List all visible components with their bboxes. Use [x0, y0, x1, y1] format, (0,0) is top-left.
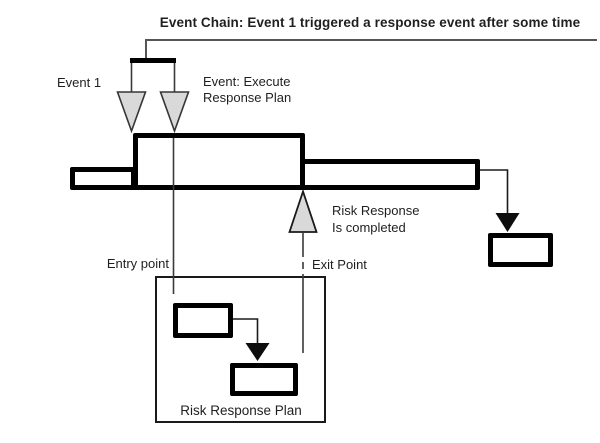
main-task-bar	[133, 133, 305, 190]
next-task-bar	[488, 233, 553, 267]
event-chain-bracket-line	[145, 39, 597, 58]
response-event-label: Event: Execute Response Plan	[203, 74, 292, 105]
plan-task1-bar	[173, 303, 233, 338]
diagram-title: Event Chain: Event 1 triggered a respons…	[159, 15, 581, 30]
event1-label: Event 1	[57, 75, 102, 90]
successor-connector-arrowhead-icon	[495, 213, 520, 232]
risk-response-completed-arrow-icon	[288, 188, 318, 233]
event1-arrow-icon	[116, 91, 147, 134]
risk-response-plan-label: Risk Response Plan	[180, 403, 302, 418]
risk-response-completed-label: Risk Response Is completed	[332, 203, 420, 235]
exit-point-label: Exit Point	[312, 257, 367, 272]
trigger-interval-bar	[130, 58, 176, 63]
predecessor-task-bar	[70, 167, 136, 190]
plan-task2-bar	[230, 363, 298, 396]
entry-point-label: Entry point	[106, 256, 169, 271]
successor-connector-line	[480, 169, 509, 214]
response-event-arrow-icon	[159, 91, 190, 134]
risk-response-plan-box	[155, 276, 326, 423]
successor-task-bar	[300, 159, 480, 190]
